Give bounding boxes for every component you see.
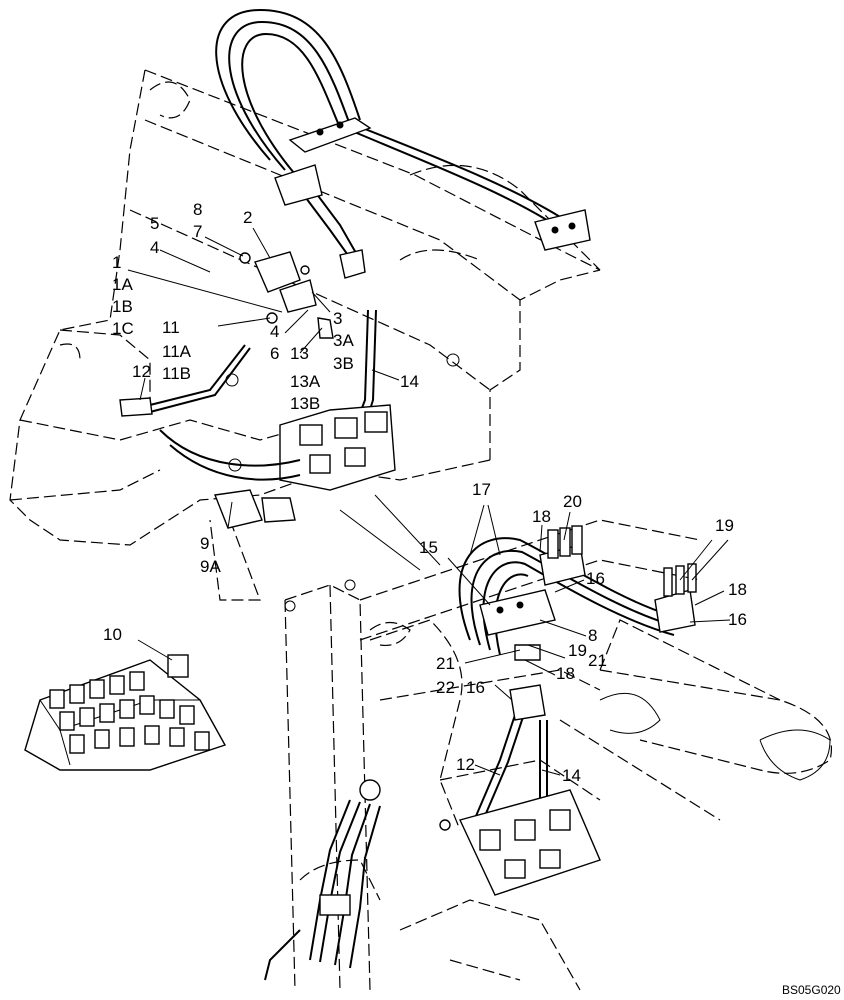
drawing-reference-code: BS05G020	[782, 983, 841, 997]
callout-4: 4	[150, 238, 160, 257]
view-connector-lines	[339, 494, 441, 571]
callout-13b: 13B	[290, 394, 321, 413]
callout-9: 9	[200, 534, 210, 553]
callout-16-third: 16	[466, 678, 485, 697]
callout-19-second: 19	[568, 641, 587, 660]
callout-3b: 3B	[333, 354, 354, 373]
item-10-valve-cover	[24, 639, 227, 771]
callout-16-second: 16	[728, 610, 747, 629]
callout-13a: 13A	[290, 372, 321, 391]
callout-18: 18	[532, 507, 551, 526]
upper-hose-brackets	[274, 117, 591, 279]
callout-8: 8	[193, 200, 203, 219]
callout-8-second: 8	[588, 626, 598, 645]
callout-11: 11	[162, 318, 180, 337]
upper-leader-lines	[127, 227, 400, 529]
callout-14-second: 14	[562, 766, 581, 785]
callout-15: 15	[419, 538, 438, 557]
callout-14: 14	[400, 372, 419, 391]
callout-21: 21	[436, 654, 455, 673]
callout-6: 6	[270, 344, 280, 363]
callout-17: 17	[472, 480, 491, 499]
callout-11a: 11A	[162, 342, 191, 361]
callout-11b: 11B	[162, 364, 191, 383]
callout-3: 3	[333, 309, 343, 328]
callout-20: 20	[563, 492, 582, 511]
callout-2: 2	[243, 208, 253, 227]
lower-hose-loop	[458, 537, 675, 833]
callout-22: 22	[436, 678, 455, 697]
callout-12: 12	[132, 362, 151, 381]
upper-hose-loop	[215, 8, 566, 266]
callout-9a: 9A	[200, 557, 221, 576]
callout-21-second: 21	[588, 651, 607, 670]
callout-7: 7	[193, 222, 203, 241]
callout-18-second: 18	[728, 580, 747, 599]
callout-1a: 1A	[112, 275, 133, 294]
callout-5: 5	[150, 214, 160, 233]
callout-3a: 3A	[333, 331, 354, 350]
lower-leader-lines	[447, 504, 731, 776]
callout-12-second: 12	[456, 755, 475, 774]
callout-18-third: 18	[556, 664, 575, 683]
callout-13: 13	[290, 344, 309, 363]
callout-1: 1	[112, 253, 122, 272]
upper-valve-assembly	[119, 251, 396, 529]
callout-4-second: 4	[270, 322, 280, 341]
callout-1c: 1C	[112, 319, 134, 338]
lower-bracket-assembly	[479, 525, 697, 721]
callout-1b: 1B	[112, 297, 133, 316]
lower-control-valve	[264, 779, 601, 981]
callout-19: 19	[715, 516, 734, 535]
callout-10: 10	[103, 625, 122, 644]
callout-16: 16	[586, 569, 605, 588]
